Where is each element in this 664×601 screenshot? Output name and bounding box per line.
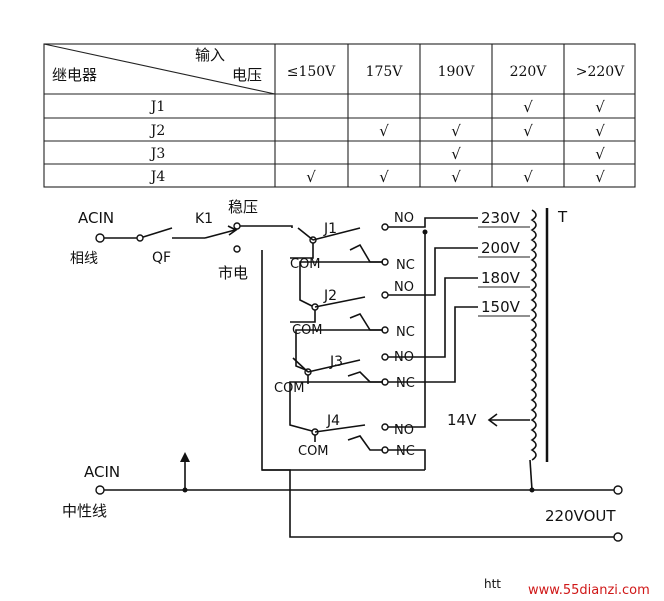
table-cell: √	[595, 98, 605, 116]
tap230-wire	[388, 217, 478, 228]
row-name: J4	[149, 169, 166, 185]
column-header: 190V	[438, 64, 476, 80]
transformer-coil	[529, 208, 549, 491]
corner-top-label: 输入	[195, 46, 225, 64]
tap-150v-label: 150V	[481, 298, 521, 316]
j1-nc-label: NC	[396, 258, 415, 273]
table-cell: √	[595, 168, 605, 186]
corner-mid-label: 电压	[232, 66, 262, 84]
column-header: >220V	[576, 64, 625, 80]
stab-label: 稳压	[228, 198, 258, 216]
qf-switch	[139, 227, 173, 239]
j4-label: J4	[326, 413, 340, 429]
acin-neutral-terminal	[95, 485, 105, 495]
table-cell: √	[523, 122, 533, 140]
table-cell: √	[523, 168, 533, 186]
row-name: J1	[149, 99, 166, 115]
k1-label: K1	[195, 211, 213, 227]
corner-diagonal	[43, 43, 276, 95]
k1-switch-arm	[204, 229, 236, 239]
tap200-wire	[388, 247, 478, 296]
table-cell: √	[595, 145, 605, 163]
mains-label: 市电	[218, 264, 248, 282]
table-cell: √	[451, 145, 461, 163]
acin-bottom-label: ACIN	[84, 463, 120, 481]
j2-no-label: NO	[394, 280, 414, 295]
tap180-wire	[388, 277, 478, 358]
table-cell: √	[451, 122, 461, 140]
circuit: ACIN 相线 QF K1 稳压 市电 J1 COM NO NC J2 COM …	[62, 198, 623, 542]
tap150-wire	[388, 306, 478, 383]
table-cell: √	[595, 122, 605, 140]
neutral-label: 中性线	[62, 502, 107, 520]
j1-label: J1	[323, 221, 337, 237]
j2-nc-label: NC	[396, 325, 415, 340]
acin-top-label: ACIN	[78, 209, 114, 227]
column-header: 220V	[510, 64, 548, 80]
j4-no-label: NO	[394, 423, 414, 438]
j3-nc-label: NC	[396, 376, 415, 391]
tap-230v-label: 230V	[481, 209, 521, 227]
phase-label: 相线	[70, 251, 98, 267]
k1-mains-contact	[233, 245, 241, 253]
table-cell: √	[523, 98, 533, 116]
j2-label: J2	[323, 288, 337, 304]
table-cell: √	[379, 122, 389, 140]
out-terminal-top	[613, 485, 623, 495]
qf-label: QF	[152, 250, 171, 266]
column-header: 175V	[366, 64, 404, 80]
relay-table: 输入 电压 继电器 ≤150V 175V 190V 220V >220V J1 …	[43, 43, 636, 188]
transformer-label: T	[557, 208, 568, 226]
j4-nc-label: NC	[396, 444, 415, 459]
watermark-site: www.55dianzi.com	[528, 583, 650, 598]
column-header: ≤150V	[287, 64, 336, 80]
watermark-prefix: htt	[484, 577, 501, 591]
out-label: 220VOUT	[545, 507, 616, 525]
table-cell: √	[306, 168, 316, 186]
row-name: J2	[149, 123, 166, 139]
row-name: J3	[149, 146, 166, 162]
corner-left-label: 继电器	[52, 66, 97, 84]
out-terminal-bottom	[613, 532, 623, 542]
j1-no-label: NO	[394, 211, 414, 226]
acin-phase-terminal	[95, 233, 105, 243]
j4-com-label: COM	[298, 444, 329, 459]
k1-stab-contact	[233, 222, 241, 230]
j3-label: J3	[329, 354, 343, 370]
table-cell: √	[379, 168, 389, 186]
tap-180v-label: 180V	[481, 269, 521, 287]
tap-14v-label: 14V	[447, 411, 477, 429]
table-cell: √	[451, 168, 461, 186]
tap-200v-label: 200V	[481, 239, 521, 257]
j1-com-label: COM	[290, 257, 321, 272]
